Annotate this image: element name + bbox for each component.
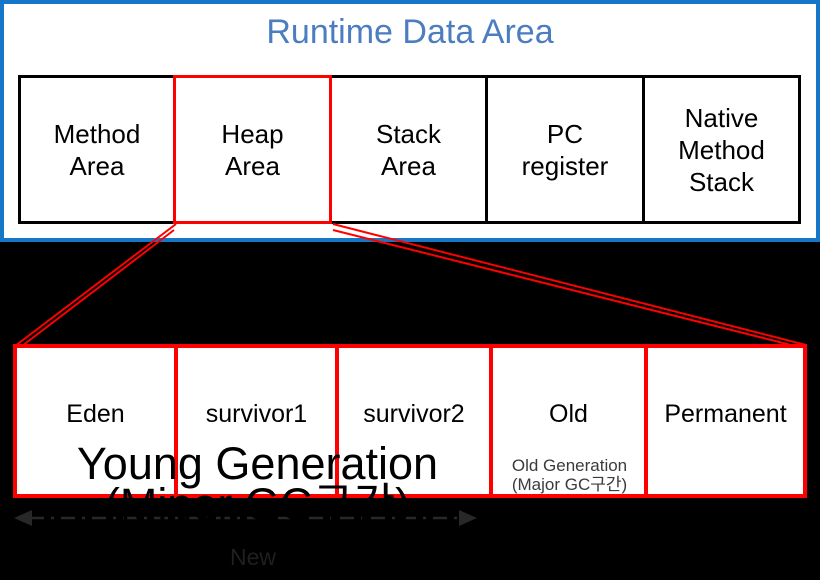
runtime-data-area-panel: [0, 0, 820, 242]
heap-detail-box: Eden survivor1 survivor2 Old Permanent: [13, 344, 807, 498]
old-cell-label: Old: [549, 400, 588, 428]
survivor2-cell-label: survivor2: [363, 400, 465, 428]
cell-divider: [644, 348, 648, 494]
diagram-title: Runtime Data Area: [266, 13, 554, 51]
young-generation-line2: (Minor GC구간): [104, 479, 411, 530]
method-area-box: Method Area: [18, 75, 176, 224]
pc-register-box: PC register: [485, 75, 645, 224]
heap-area-box: Heap Area: [173, 75, 332, 224]
native-method-stack-box: Native Method Stack: [642, 75, 801, 224]
cell-divider: [489, 348, 493, 494]
old-generation-line2: (Major GC구간): [511, 475, 628, 494]
survivor1-cell-label: survivor1: [205, 400, 308, 428]
cell-divider: [335, 348, 339, 494]
new-objects-label: New: [229, 544, 276, 570]
runtime-area-box-row: Method Area Heap Area Stack Area PC regi…: [18, 75, 801, 224]
stack-area-box: Stack Area: [329, 75, 488, 224]
eden-cell-label: Eden: [66, 400, 125, 428]
young-generation-label: Young Generation (Minor GC구간): [0, 441, 515, 528]
young-generation-line1: Young Generation: [76, 438, 439, 489]
cell-divider: [174, 348, 178, 494]
old-generation-label: Old Generation (Major GC구간): [493, 456, 646, 494]
permanent-cell-label: Permanent: [664, 400, 787, 428]
old-generation-line1: Old Generation: [511, 456, 628, 475]
